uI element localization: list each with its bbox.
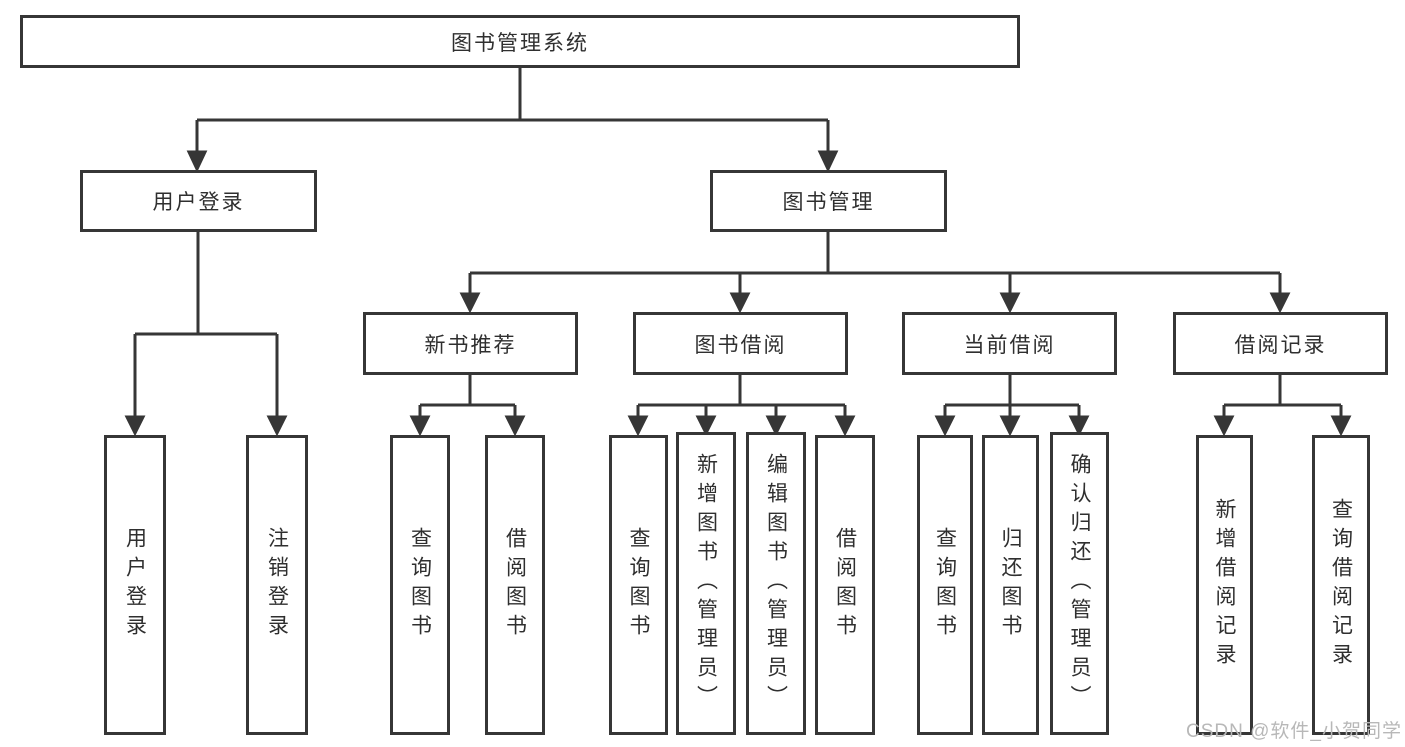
leaf-user-login-label: 用户登录	[123, 527, 147, 643]
leaf-borrow-books-2: 借阅图书	[815, 435, 875, 735]
leaf-add-book-admin-label: 新增图书（管理员）	[694, 453, 718, 714]
leaf-confirm-return-admin: 确认归还（管理员）	[1050, 432, 1109, 735]
connector-borrow-records	[1224, 375, 1341, 407]
leaf-return-book-label: 归还图书	[999, 527, 1022, 643]
connector-book-management	[470, 232, 1280, 275]
node-book-management-label: 图书管理	[782, 191, 875, 214]
leaf-add-borrow-record: 新增借阅记录	[1196, 435, 1253, 735]
connector-user-login	[135, 232, 277, 336]
leaf-borrow-books-1: 借阅图书	[485, 435, 545, 735]
leaf-query-books-2: 查询图书	[609, 435, 668, 735]
leaf-logout: 注销登录	[246, 435, 308, 735]
leaf-edit-book-admin-label: 编辑图书（管理员）	[764, 453, 788, 714]
leaf-borrow-books-1-label: 借阅图书	[503, 527, 527, 643]
node-borrow-records: 借阅记录	[1173, 312, 1388, 375]
leaf-logout-label: 注销登录	[265, 527, 289, 643]
node-user-login: 用户登录	[80, 170, 317, 232]
leaf-confirm-return-admin-label: 确认归还（管理员）	[1068, 453, 1091, 714]
connector-root	[197, 68, 828, 122]
node-root: 图书管理系统	[20, 15, 1020, 68]
leaf-user-login: 用户登录	[104, 435, 166, 735]
node-current-borrow-label: 当前借阅	[963, 333, 1056, 357]
leaf-return-book: 归还图书	[982, 435, 1039, 735]
node-new-book-recommend-label: 新书推荐	[424, 333, 517, 357]
node-book-management: 图书管理	[710, 170, 947, 232]
leaf-query-books-1-label: 查询图书	[408, 527, 432, 643]
node-book-borrow-label: 图书借阅	[694, 333, 787, 357]
leaf-add-book-admin: 新增图书（管理员）	[676, 432, 736, 735]
node-book-borrow: 图书借阅	[633, 312, 848, 375]
leaf-query-books-2-label: 查询图书	[627, 527, 650, 643]
connector-book-borrow	[638, 375, 845, 407]
leaf-add-borrow-record-label: 新增借阅记录	[1213, 498, 1236, 672]
connector-new-book	[420, 375, 515, 407]
node-current-borrow: 当前借阅	[902, 312, 1117, 375]
node-root-label: 图书管理系统	[451, 31, 589, 55]
connector-current-borrow	[945, 375, 1079, 407]
leaf-query-books-3: 查询图书	[917, 435, 973, 735]
watermark: CSDN @软件_小贺同学	[1186, 721, 1402, 742]
leaf-query-books-3-label: 查询图书	[933, 527, 957, 643]
node-new-book-recommend: 新书推荐	[363, 312, 578, 375]
node-borrow-records-label: 借阅记录	[1234, 333, 1327, 357]
node-user-login-label: 用户登录	[152, 191, 245, 214]
leaf-query-books-1: 查询图书	[390, 435, 450, 735]
leaf-query-borrow-record-label: 查询借阅记录	[1329, 498, 1353, 672]
leaf-query-borrow-record: 查询借阅记录	[1312, 435, 1370, 735]
leaf-edit-book-admin: 编辑图书（管理员）	[746, 432, 806, 735]
leaf-borrow-books-2-label: 借阅图书	[833, 527, 857, 643]
